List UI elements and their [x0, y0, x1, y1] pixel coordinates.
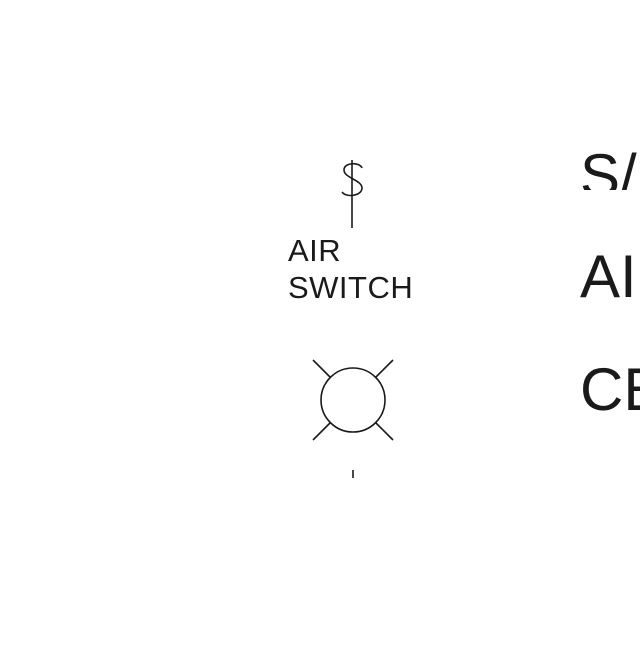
air-switch-label-line2: SWITCH — [288, 270, 414, 305]
air-switch-dollar-symbol-icon — [341, 160, 363, 228]
air-switch-label-line1: AIR — [288, 233, 342, 268]
light-fixture-x-circle-icon — [312, 359, 394, 441]
right-column-text-3: CE — [580, 360, 640, 420]
right-column-text-2: AI — [580, 247, 637, 307]
air-switch-label: AIR SWITCH — [288, 232, 413, 306]
right-column-text-1: S/ — [580, 146, 637, 190]
